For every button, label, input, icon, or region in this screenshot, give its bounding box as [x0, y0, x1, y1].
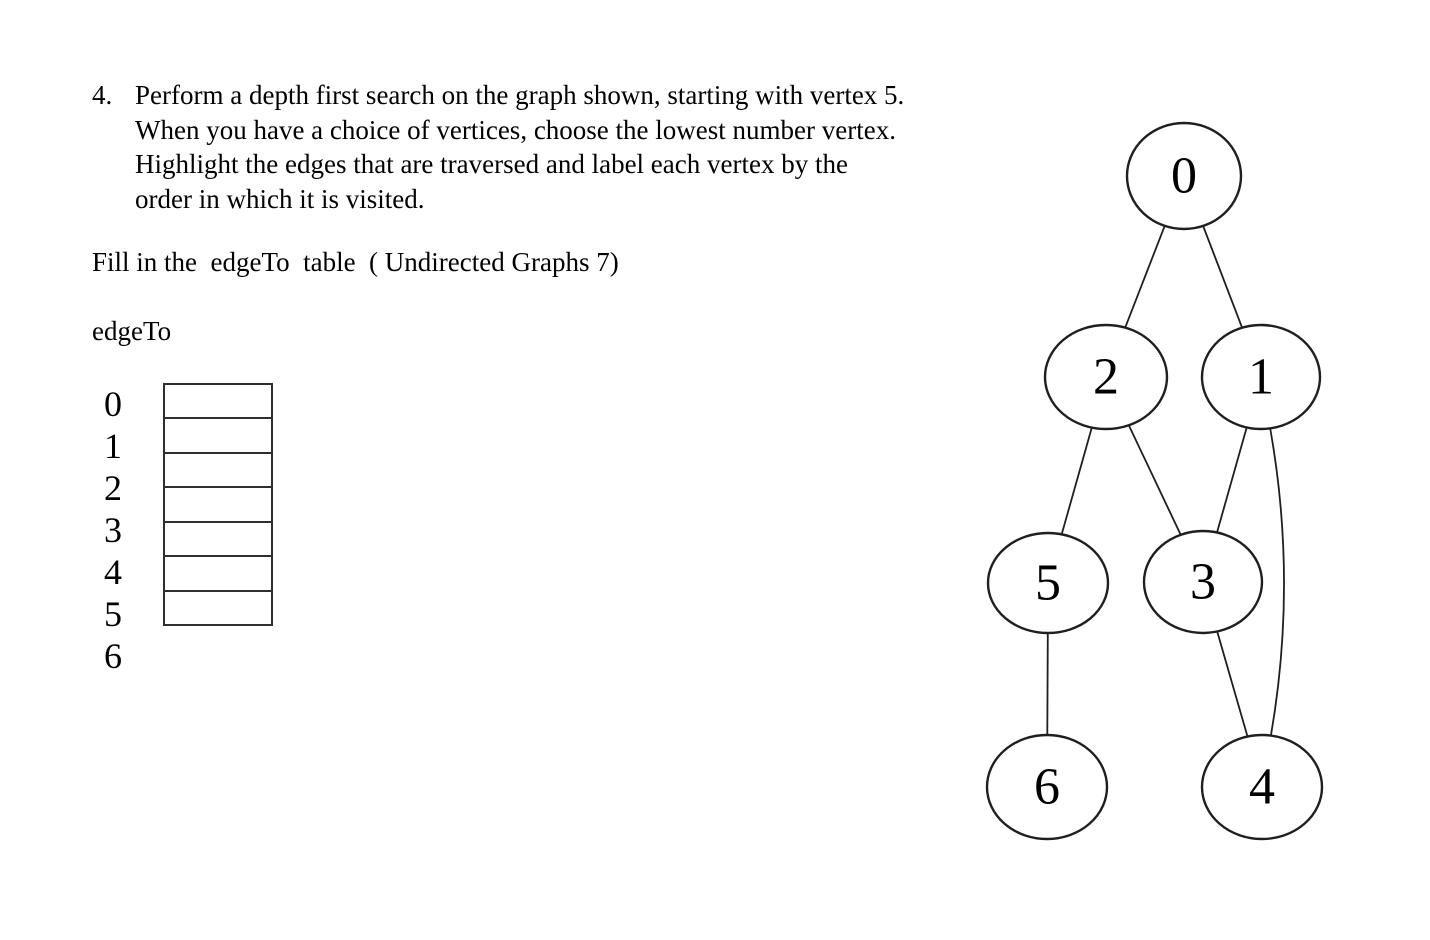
vertex-ellipse [1043, 323, 1169, 431]
question-block: 4. Perform a depth first search on the g… [92, 78, 904, 216]
vertex-3: 3 [1142, 529, 1264, 635]
question-line: order in which it is visited. [135, 183, 425, 214]
vertex-label: 0 [1171, 148, 1197, 205]
edgeto-row-label-6: 6 [104, 636, 122, 676]
vertex-2: 2 [1043, 323, 1169, 431]
question-number: 4. [92, 80, 113, 110]
edge-3-4 [1216, 631, 1249, 737]
edgeto-cell-4[interactable] [165, 523, 271, 558]
edgeto-table [163, 383, 273, 626]
question-line: When you have a choice of vertices, choo… [135, 114, 896, 145]
edge-0-2 [1124, 225, 1166, 328]
vertex-0: 0 [1125, 121, 1243, 231]
fill-instruction: Fill in the edgeTo table ( Undirected Gr… [92, 247, 619, 277]
question-text: Perform a depth first search on the grap… [135, 78, 904, 216]
vertex-ellipse [1200, 323, 1322, 431]
edge-2-3 [1127, 424, 1182, 536]
edgeto-row-label-5: 5 [104, 594, 122, 634]
edgeto-cell-5[interactable] [165, 557, 271, 592]
edge-5-6 [1046, 632, 1049, 736]
edge-1-3 [1216, 427, 1248, 533]
question-line: Highlight the edges that are traversed a… [135, 149, 848, 180]
vertex-ellipse [1142, 529, 1264, 635]
edgeto-cell-3[interactable] [165, 488, 271, 523]
edge-2-5 [1060, 427, 1093, 535]
vertex-label: 3 [1190, 554, 1216, 611]
edgeto-cell-1[interactable] [165, 419, 271, 454]
vertex-ellipse [1125, 121, 1243, 231]
edgeto-table-title: edgeTo [92, 316, 172, 346]
vertex-label: 5 [1035, 555, 1061, 612]
vertex-ellipse [985, 733, 1109, 841]
edgeto-row-label-0: 0 [104, 384, 122, 424]
vertex-ellipse [1200, 733, 1324, 841]
vertex-6: 6 [985, 733, 1109, 841]
edgeto-cell-0[interactable] [165, 385, 271, 420]
edgeto-row-label-1: 1 [104, 426, 122, 466]
vertex-1: 1 [1200, 323, 1322, 431]
vertex-5: 5 [986, 531, 1110, 635]
vertex-ellipse [986, 531, 1110, 635]
edgeto-row-label-2: 2 [104, 468, 122, 508]
vertex-label: 1 [1248, 349, 1274, 406]
edgeto-row-label-3: 3 [104, 510, 122, 550]
edgeto-row-label-4: 4 [104, 552, 122, 592]
vertex-label: 6 [1034, 759, 1060, 816]
question-line: Perform a depth first search on the grap… [135, 80, 905, 110]
edgeto-cell-2[interactable] [165, 454, 271, 489]
edge-1-4 [1269, 428, 1285, 736]
vertex-label: 4 [1249, 759, 1275, 816]
vertex-label: 2 [1093, 349, 1119, 406]
edge-0-1 [1202, 225, 1243, 329]
vertex-4: 4 [1200, 733, 1324, 841]
